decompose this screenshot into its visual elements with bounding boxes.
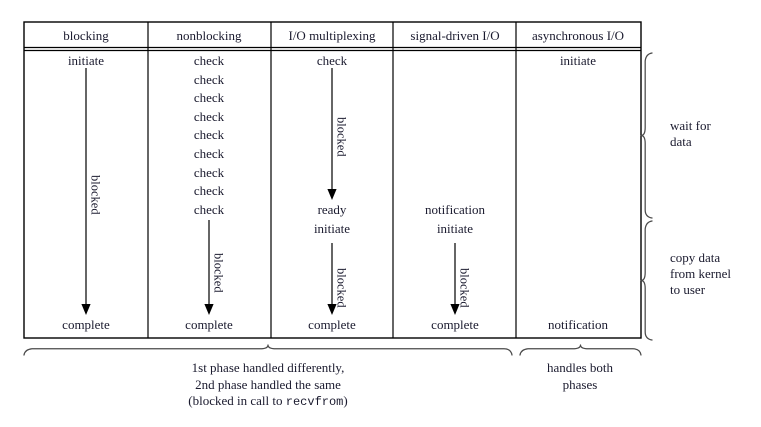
first-phase-caption-line-2: (blocked in call to recvfrom) (188, 393, 347, 411)
table-frame (23, 21, 642, 339)
io-multiplexing-mid-label-1: initiate (313, 220, 351, 236)
first-phase-caption-line-2-post: ) (343, 393, 348, 408)
first-phase-caption-brace (23, 344, 513, 356)
both-phases-caption-line-0: handles both (546, 360, 614, 375)
nonblocking-top-label-0: check (193, 53, 225, 68)
io-multiplexing-top-label-0: check (316, 53, 348, 68)
nonblocking-top-label-7: check (193, 183, 225, 199)
phase-braces-right (640, 52, 653, 341)
blocking-arrow-0-head (81, 304, 91, 315)
both-phases-caption-brace (519, 344, 642, 356)
signal-driven-io-blocked-label-0: blocked (457, 268, 472, 308)
wait-for-data-brace (640, 52, 653, 219)
signal-driven-io-mid-label-0: notification (425, 202, 485, 217)
copy-data-label-line-0: copy data (670, 250, 721, 265)
copy-data-brace-path (640, 220, 653, 341)
table-header-signal-driven-io: signal-driven I/O (410, 28, 500, 43)
nonblocking-top-label-2: check (193, 90, 225, 106)
table-header-io-multiplexing: I/O multiplexing (288, 28, 376, 43)
table-header-blocking: blocking (63, 28, 109, 43)
table-header-asynchronous-io: asynchronous I/O (531, 28, 625, 43)
first-phase-caption-text: 1st phase handled differently,2nd phase … (188, 360, 347, 411)
first-phase-caption-line-0: 1st phase handled differently, (191, 360, 345, 375)
nonblocking-top-label-4: check (193, 127, 225, 143)
nonblocking-top-label-5: check (193, 146, 225, 161)
io-multiplexing-arrow-1-head (327, 304, 337, 315)
table-header-nonblocking: nonblocking (176, 28, 242, 43)
asynchronous-io-top-label-0: initiate (559, 53, 597, 68)
io-multiplexing-arrow-0-head (327, 189, 337, 200)
both-phases-caption-brace-path (519, 344, 642, 356)
flow-arrows (81, 68, 460, 315)
io-multiplexing-blocked-label-0: blocked (334, 117, 349, 157)
nonblocking-blocked-label-0: blocked (211, 253, 226, 293)
copy-data-label-line-1: from kernel (670, 266, 732, 281)
recvfrom-code: recvfrom (285, 395, 344, 409)
wait-for-data-brace-path (640, 52, 653, 219)
signal-driven-io-bottom-label: complete (431, 317, 479, 332)
nonblocking-top-label-1: check (193, 71, 225, 87)
blocking-top-label-0: initiate (67, 53, 105, 68)
io-multiplexing-mid-label-0: ready (317, 202, 347, 217)
first-phase-caption-line-1: 2nd phase handled the same (195, 376, 341, 392)
nonblocking-top-label-3: check (193, 108, 225, 124)
copy-data-brace (640, 220, 653, 341)
wait-for-data-label-line-0: wait for (670, 118, 711, 133)
signal-driven-io-mid-label-1: initiate (436, 220, 474, 236)
nonblocking-arrow-0-head (204, 304, 214, 315)
first-phase-caption-brace-path (23, 344, 513, 356)
nonblocking-bottom-label: complete (185, 317, 233, 332)
wait-for-data-label-line-1: data (670, 134, 692, 149)
table-header-rule (24, 46, 641, 52)
copy-data-label-line-2: to user (670, 282, 706, 297)
io-multiplexing-blocked-label-1: blocked (334, 268, 349, 308)
signal-driven-io-arrow-0-head (450, 304, 460, 315)
table-column-dividers (147, 22, 517, 338)
nonblocking-top-label-6: check (193, 164, 225, 180)
asynchronous-io-bottom-label: notification (548, 317, 608, 332)
table-outer-border (23, 21, 642, 339)
first-phase-caption-line-2-pre: (blocked in call to (188, 393, 286, 408)
blocking-bottom-label: complete (62, 317, 110, 332)
nonblocking-top-label-8: check (193, 201, 225, 217)
io-multiplexing-bottom-label: complete (308, 317, 356, 332)
both-phases-caption-line-1: phases (562, 376, 598, 392)
blocking-blocked-label-0: blocked (88, 175, 103, 215)
phase-braces-bottom (23, 344, 642, 356)
